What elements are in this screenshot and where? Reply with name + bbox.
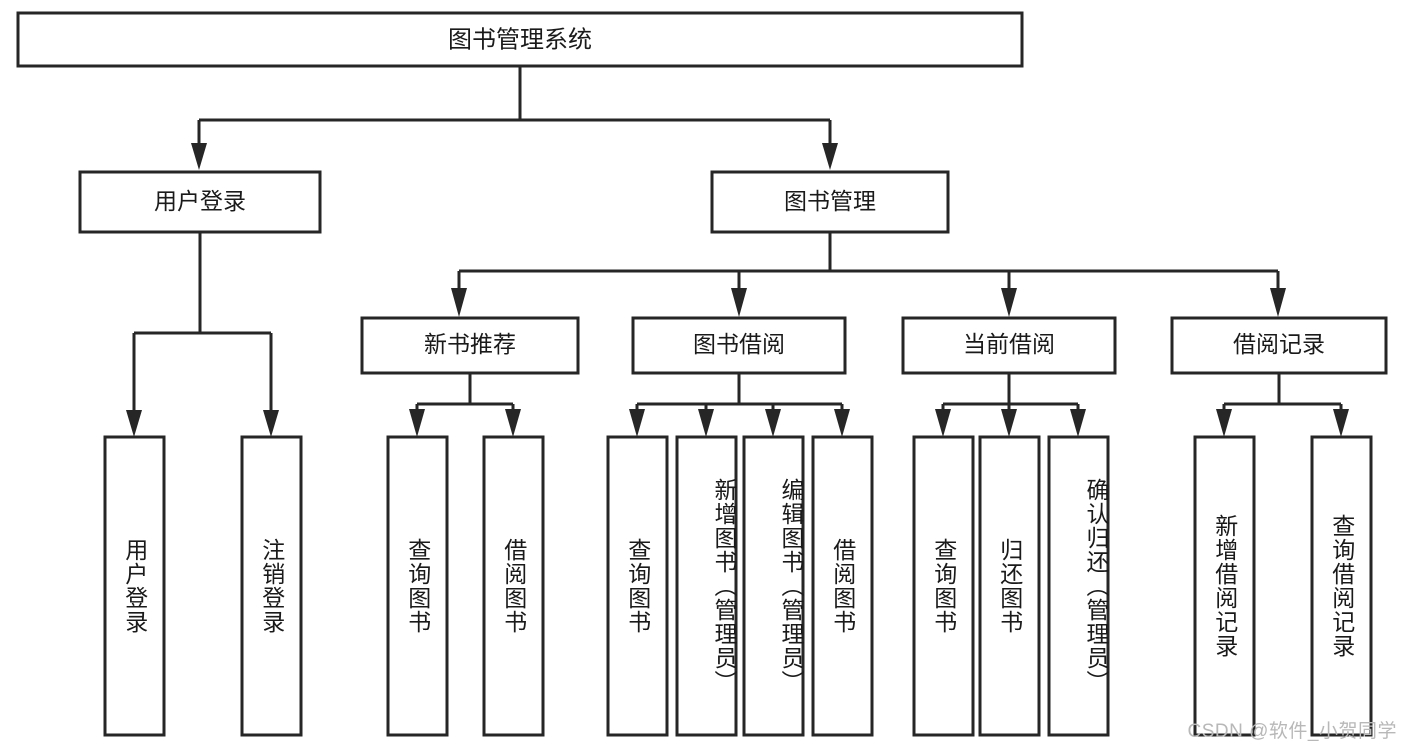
node-leaf-borrow-book-2-box[interactable]: [811, 435, 874, 737]
connector-user-login-to-leaves: [126, 232, 279, 437]
arrow-to-leaf-borrow-book-1: [505, 409, 521, 437]
node-leaf-query-book-3-box[interactable]: [912, 435, 975, 737]
node-new-book-recommend-box[interactable]: [360, 316, 580, 375]
arrow-to-current-borrow: [1001, 288, 1017, 317]
arrow-to-user-login: [191, 143, 207, 170]
csdn-watermark: CSDN @软件_小贺同学: [1187, 721, 1397, 742]
arrow-to-book-management: [822, 143, 838, 170]
arrow-to-leaf-edit-book: [765, 409, 781, 437]
node-leaf-add-book-box[interactable]: [675, 435, 738, 737]
node-leaf-return-book-box[interactable]: [978, 435, 1041, 737]
arrow-to-leaf-query-record: [1333, 409, 1349, 437]
node-new-book-recommend[interactable]: 新书推荐: [360, 316, 580, 375]
node-leaf-query-record-box[interactable]: [1310, 435, 1373, 737]
node-leaf-user-login-box[interactable]: [103, 435, 166, 737]
node-root-label: 图书管理系统: [448, 26, 592, 53]
node-book-borrow[interactable]: 图书借阅: [631, 316, 847, 375]
node-user-login[interactable]: 用户登录: [78, 170, 322, 234]
arrow-to-leaf-add-record: [1216, 409, 1232, 437]
connector-book-management-to-level2: [451, 232, 1286, 317]
node-user-login-box[interactable]: [78, 170, 322, 234]
connector-borrow-record-to-leaves: [1216, 373, 1349, 437]
arrow-to-leaf-add-book: [698, 409, 714, 437]
arrow-to-leaf-query-book-1: [409, 409, 425, 437]
arrow-to-leaf-query-book-2: [629, 409, 645, 437]
arrow-to-leaf-logout: [263, 410, 279, 437]
node-current-borrow-label: 当前借阅: [963, 331, 1055, 357]
node-new-book-recommend-label: 新书推荐: [424, 331, 516, 357]
connector-book-borrow-to-leaves: [629, 373, 850, 437]
connector-current-borrow-to-leaves: [935, 373, 1086, 437]
node-current-borrow[interactable]: 当前借阅: [901, 316, 1117, 375]
arrow-to-leaf-user-login: [126, 410, 142, 437]
arrow-to-leaf-query-book-3: [935, 409, 951, 437]
node-borrow-record[interactable]: 借阅记录: [1170, 316, 1388, 375]
arrow-to-leaf-confirm-return: [1070, 409, 1086, 437]
node-borrow-record-label: 借阅记录: [1233, 331, 1325, 357]
node-leaf-query-book-2-box[interactable]: [606, 435, 669, 737]
arrow-to-new-book-recommend: [451, 288, 467, 317]
node-book-borrow-label: 图书借阅: [693, 331, 785, 357]
node-leaf-confirm-return-box[interactable]: [1047, 435, 1110, 737]
node-user-login-label: 用户登录: [154, 188, 246, 214]
node-leaf-query-book-1-box[interactable]: [386, 435, 449, 737]
node-leaf-edit-book-box[interactable]: [742, 435, 805, 737]
node-leaf-borrow-book-1-box[interactable]: [482, 435, 545, 737]
node-book-management-label: 图书管理: [784, 188, 876, 214]
node-current-borrow-box[interactable]: [901, 316, 1117, 375]
arrow-to-leaf-borrow-book-2: [834, 409, 850, 437]
arrow-to-borrow-record: [1270, 288, 1286, 317]
node-root[interactable]: 图书管理系统: [16, 11, 1024, 68]
node-leaf-logout-box[interactable]: [240, 435, 303, 737]
connector-new-book-recommend-to-leaves: [409, 373, 521, 437]
arrow-to-book-borrow: [731, 288, 747, 317]
node-root-box[interactable]: [16, 11, 1024, 68]
node-book-management[interactable]: 图书管理: [710, 170, 950, 234]
arrow-to-leaf-return-book: [1001, 409, 1017, 437]
connector-root-to-level1: [191, 66, 838, 170]
node-leaf-add-record-box[interactable]: [1193, 435, 1256, 737]
